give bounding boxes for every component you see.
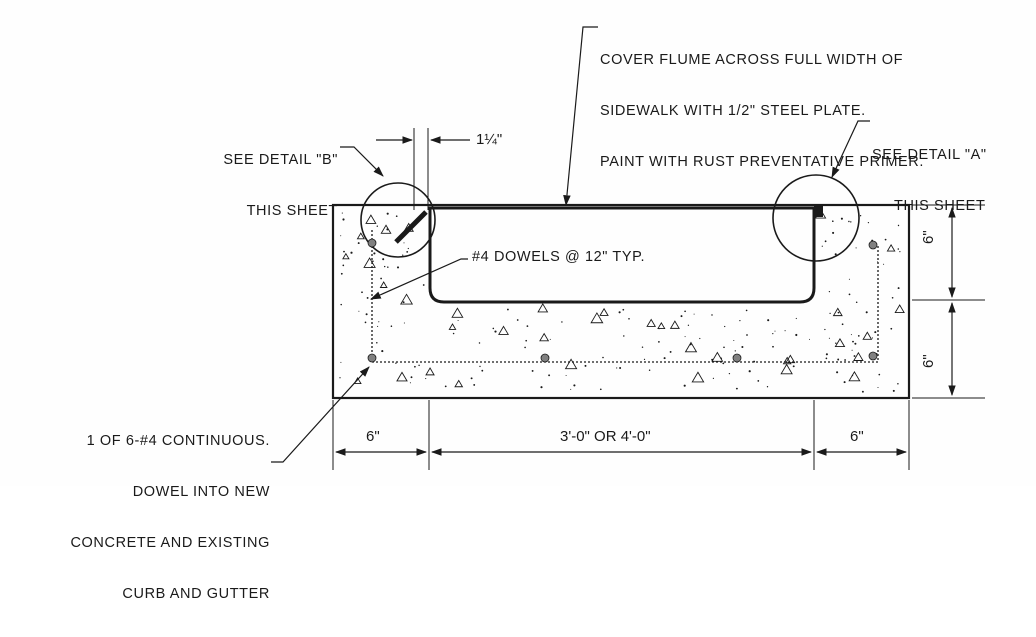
leader-cover-flume — [563, 26, 598, 207]
rebar-section — [732, 353, 742, 363]
leader-detail-a — [831, 120, 870, 178]
dim-label-lower: 6" — [920, 354, 937, 368]
rebar-section — [540, 353, 550, 363]
detail-b-circle — [360, 182, 436, 258]
dim-label-channel: 3'-0" OR 4'-0" — [560, 428, 651, 445]
rebar-section — [367, 353, 377, 363]
dim-label-right: 6" — [850, 428, 864, 445]
dim-label-upper: 6" — [920, 230, 937, 244]
dowel-bar — [814, 205, 823, 217]
leader-detail-b — [340, 146, 384, 177]
dim-label-left: 6" — [366, 428, 380, 445]
cover-flume-note: COVER FLUME ACROSS FULL WIDTH OF SIDEWAL… — [600, 52, 924, 170]
drawing-canvas: COVER FLUME ACROSS FULL WIDTH OF SIDEWAL… — [70, 26, 987, 602]
concrete-section — [331, 203, 911, 400]
dim-label-gap: 1¼" — [476, 131, 503, 148]
rebar-section — [868, 351, 878, 361]
leader-dowels — [370, 258, 468, 300]
detail-a-note: SEE DETAIL "A" THIS SHEET — [872, 147, 987, 214]
dowels-note: #4 DOWELS @ 12" TYP. — [472, 249, 646, 265]
detail-a-circle — [772, 174, 860, 262]
concrete-aggregate — [339, 208, 905, 393]
leader-continuous — [271, 366, 370, 463]
flume-channel — [428, 207, 816, 304]
flume-section-drawing — [271, 26, 985, 470]
continuous-bar-note: 1 OF 6-#4 CONTINUOUS. DOWEL INTO NEW CON… — [70, 433, 270, 602]
detail-b-note: SEE DETAIL "B" THIS SHEET — [223, 152, 338, 219]
rebar-section — [367, 238, 377, 248]
